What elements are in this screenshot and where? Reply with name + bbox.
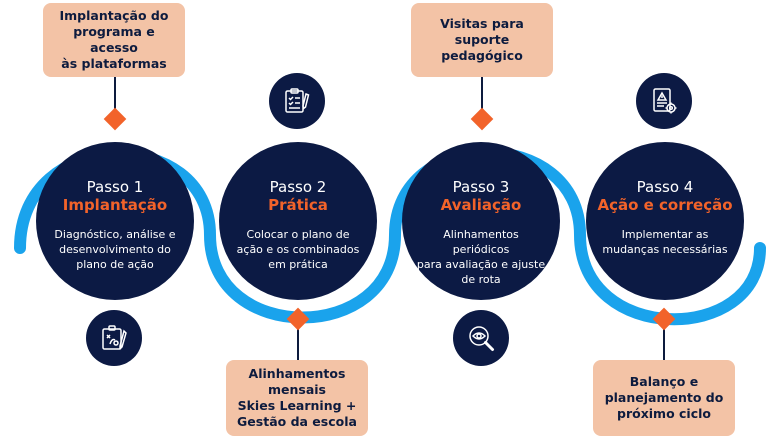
step-4-description: Implementar as mudanças necessárias [602,228,728,256]
step-3-number: Passo 3 [452,178,510,196]
strategy-board-icon [86,310,142,366]
callout-bottom-2-text: Alinhamentos mensais Skies Learning + Ge… [237,366,357,429]
step-1-name: Implantação [62,196,168,214]
step-1-description: Diagnóstico, análise e desenvolvimento d… [54,228,176,271]
checklist-icon [269,73,325,129]
callout-bottom-4-text: Balanço e planejamento do próximo ciclo [604,374,724,421]
callout-top-1-text: Implantação do programa e acesso às plat… [59,8,169,71]
connector-line-bottom-4 [663,318,665,360]
step-3-circle: Passo 3 Avaliação Alinhamentos periódico… [402,142,560,300]
step-2-number: Passo 2 [269,178,327,196]
step-4-circle: Passo 4 Ação e correção Implementar as m… [586,142,744,300]
connector-line-top-1 [114,76,116,120]
step-1-number: Passo 1 [86,178,144,196]
step-4-number: Passo 4 [636,178,694,196]
callout-bottom-2: Alinhamentos mensais Skies Learning + Ge… [226,360,368,436]
step-4-name: Ação e correção [597,196,733,214]
connector-line-bottom-2 [297,318,299,360]
connector-line-top-3 [481,76,483,120]
step-3-name: Avaliação [440,196,522,214]
magnifier-eye-icon [453,310,509,366]
step-2-circle: Passo 2 Prática Colocar o plano de ação … [219,142,377,300]
callout-top-3: Visitas para suporte pedagógico [411,3,553,77]
step-2-name: Prática [268,196,328,214]
alert-document-gear-icon [636,73,692,129]
step-1-circle: Passo 1 Implantação Diagnóstico, análise… [36,142,194,300]
callout-top-1: Implantação do programa e acesso às plat… [43,3,185,77]
step-3-description: Alinhamentos periódicos para avaliação e… [416,228,546,286]
step-2-description: Colocar o plano de ação e os combinados … [236,228,360,271]
callout-bottom-4: Balanço e planejamento do próximo ciclo [593,360,735,436]
callout-top-3-text: Visitas para suporte pedagógico [440,16,524,63]
